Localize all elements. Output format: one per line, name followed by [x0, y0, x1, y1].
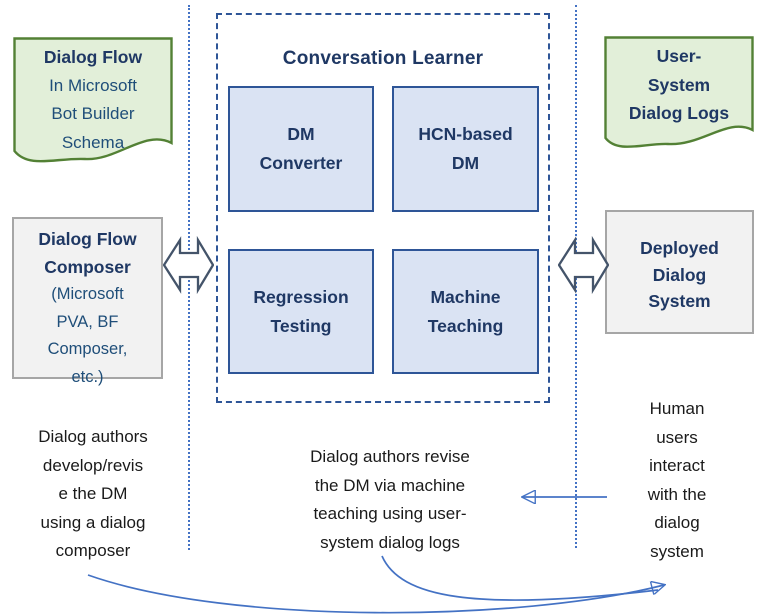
caption-line: system dialog logs: [320, 532, 460, 552]
caption-line: Human: [649, 399, 705, 418]
composer-heading-line: Dialog Flow: [38, 229, 137, 249]
module-hcn-based-dm: HCN-based DM: [392, 86, 539, 212]
doc-line: Dialog Logs: [628, 103, 730, 123]
module-machine-teaching: Machine Teaching: [392, 249, 539, 374]
caption-line: the DM via machine: [314, 475, 466, 495]
doc-line: Bot Builder: [51, 104, 135, 123]
caption-line: e the DM: [58, 484, 128, 503]
doc-line: User-: [656, 46, 702, 66]
conversation-learner-frame: [216, 13, 550, 403]
caption-authors-teach: Dialog authors revise the DM via machine…: [277, 443, 503, 557]
deployed-dialog-system-box: Deployed Dialog System: [605, 210, 754, 334]
composer-detail-line: PVA, BF: [56, 312, 119, 331]
composer-detail-line: etc.): [71, 367, 104, 386]
deployed-line: Deployed: [640, 238, 719, 258]
user-system-dialog-logs-document: User- System Dialog Logs: [604, 36, 754, 154]
caption-line: develop/revis: [42, 455, 144, 475]
doc-line: System: [647, 74, 711, 95]
caption-line: using a dialog: [40, 512, 146, 532]
curved-arrow-compose-to-system: [87, 574, 664, 614]
caption-line: teaching using user-: [313, 504, 467, 523]
left-right-arrow-icon: [558, 235, 609, 295]
user-system-dialog-logs-label: User- System Dialog Logs: [604, 36, 754, 128]
deployed-line: Dialog: [652, 264, 707, 285]
caption-line: with the: [647, 484, 707, 504]
caption-line: Dialog authors: [38, 427, 148, 446]
caption-line: interact: [649, 456, 705, 475]
doc-heading: Dialog Flow: [43, 47, 143, 67]
conversation-learner-title: Conversation Learner: [282, 48, 484, 69]
caption-human-users: Human users interact with the dialog sys…: [617, 395, 737, 566]
dialog-flow-schema-document: Dialog Flow In Microsoft Bot Builder Sch…: [13, 37, 173, 169]
left-right-arrow-icon: [163, 235, 214, 295]
document-shape-icon: [604, 36, 754, 148]
caption-line: Dialog authors revise: [310, 447, 470, 466]
module-dm-converter: DM Converter: [228, 86, 374, 212]
composer-detail-line: Composer,: [47, 340, 128, 358]
dialog-flow-composer-box: Dialog Flow Composer (Microsoft PVA, BF …: [12, 217, 163, 386]
caption-line: system: [650, 541, 704, 561]
caption-line: users: [656, 427, 698, 447]
caption-line: dialog: [654, 513, 700, 532]
dialog-flow-schema-label: Dialog Flow In Microsoft Bot Builder Sch…: [13, 37, 173, 157]
caption-line: composer: [55, 541, 131, 560]
deployed-line: System: [648, 291, 711, 311]
composer-heading-line: Composer: [44, 256, 131, 277]
caption-authors-compose: Dialog authors develop/revis e the DM us…: [10, 423, 176, 566]
document-shape-icon: [13, 37, 173, 163]
composer-detail-line: (Microsoft: [51, 285, 124, 303]
doc-line: In Microsoft: [49, 75, 137, 95]
doc-line: Schema: [61, 132, 125, 152]
module-regression-testing: Regression Testing: [228, 249, 374, 374]
